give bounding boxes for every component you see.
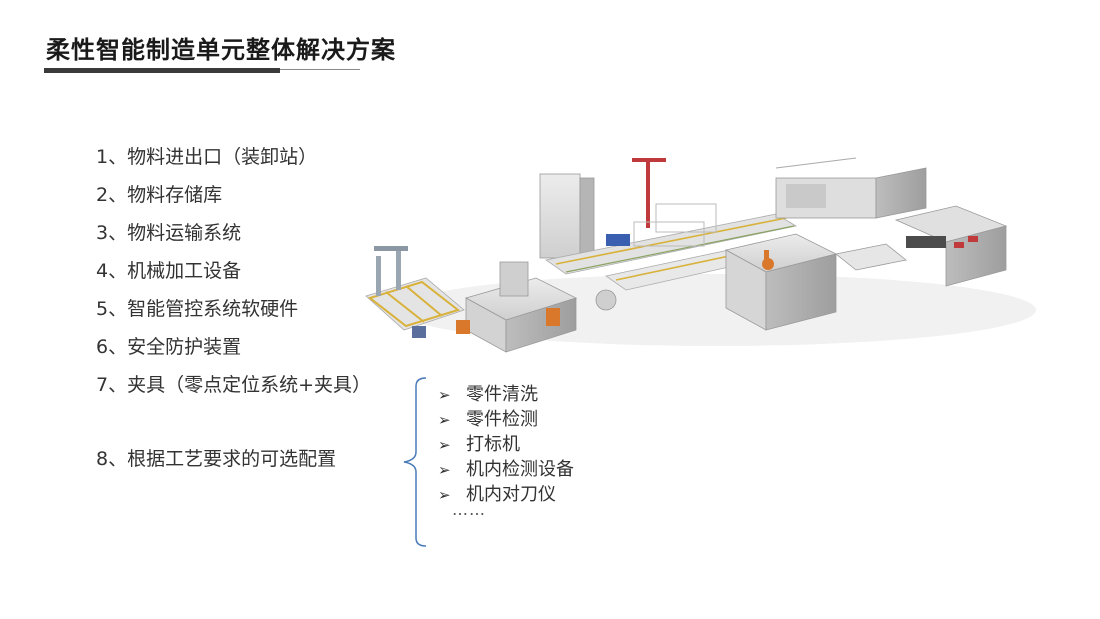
page-title: 柔性智能制造单元整体解决方案 — [46, 36, 396, 64]
arrow-bullet-icon: ➢ — [438, 436, 451, 454]
option-item-4: ➢机内检测设备 — [438, 459, 574, 480]
title-underline-thick — [44, 68, 280, 73]
more-ellipsis: …… — [452, 500, 486, 519]
list-item-3: 3、物料运输系统 — [96, 222, 242, 244]
list-item-6: 6、安全防护装置 — [96, 336, 242, 358]
list-item-2: 2、物料存储库 — [96, 184, 223, 206]
list-item-5: 5、智能管控系统软硬件 — [96, 298, 299, 320]
curly-brace-icon — [403, 377, 427, 547]
control-cabinets — [894, 205, 1008, 287]
list-item-7: 7、夹具（零点定位系统+夹具） — [96, 374, 372, 396]
arrow-bullet-icon: ➢ — [438, 411, 451, 429]
option-item-5: ➢机内对刀仪 — [438, 484, 556, 505]
arrow-bullet-icon: ➢ — [438, 486, 451, 504]
washing-machine — [456, 261, 578, 353]
arrow-bullet-icon: ➢ — [438, 461, 451, 479]
list-item-4: 4、机械加工设备 — [96, 260, 242, 282]
machine-tool — [775, 157, 927, 219]
arrow-bullet-icon: ➢ — [438, 386, 451, 404]
list-item-1: 1、物料进出口（装卸站） — [96, 146, 318, 168]
storage-tower — [539, 158, 666, 259]
machining-center — [724, 233, 907, 331]
title-underline-thin — [280, 69, 360, 70]
loading-station — [365, 246, 465, 338]
option-item-1: ➢零件清洗 — [438, 384, 538, 405]
list-item-8: 8、根据工艺要求的可选配置 — [96, 448, 337, 470]
option-item-2: ➢零件检测 — [438, 409, 538, 430]
option-item-3: ➢打标机 — [438, 434, 520, 455]
production-line-illustration — [365, 157, 1036, 353]
